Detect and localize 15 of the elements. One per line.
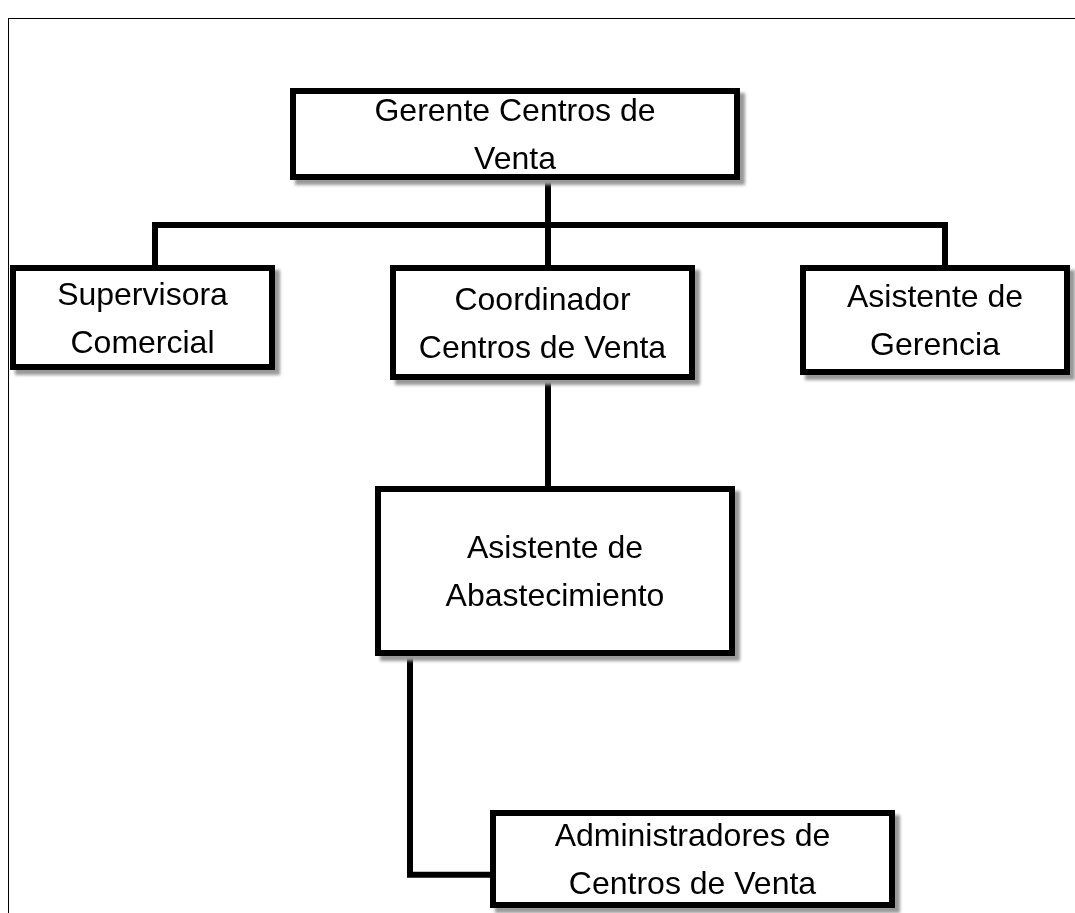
position-title: Asistente de Abastecimiento — [444, 528, 666, 615]
position-box — [10, 265, 275, 370]
connector-line — [545, 180, 948, 265]
position-title: Gerente Centros de Venta — [373, 91, 657, 178]
position-title: Supervisora Comercial — [56, 274, 229, 362]
connector-line — [545, 380, 551, 486]
position-title: Coordinador Centros de Venta — [417, 279, 668, 367]
position-box — [375, 486, 735, 656]
position-box — [800, 265, 1070, 375]
position-box — [490, 810, 895, 908]
connector-line — [407, 656, 490, 878]
position-box — [290, 88, 740, 180]
position-title: Administradores de Centros de Venta — [553, 816, 832, 903]
position-box — [390, 265, 695, 380]
position-title: Asistente de Gerencia — [845, 277, 1025, 364]
